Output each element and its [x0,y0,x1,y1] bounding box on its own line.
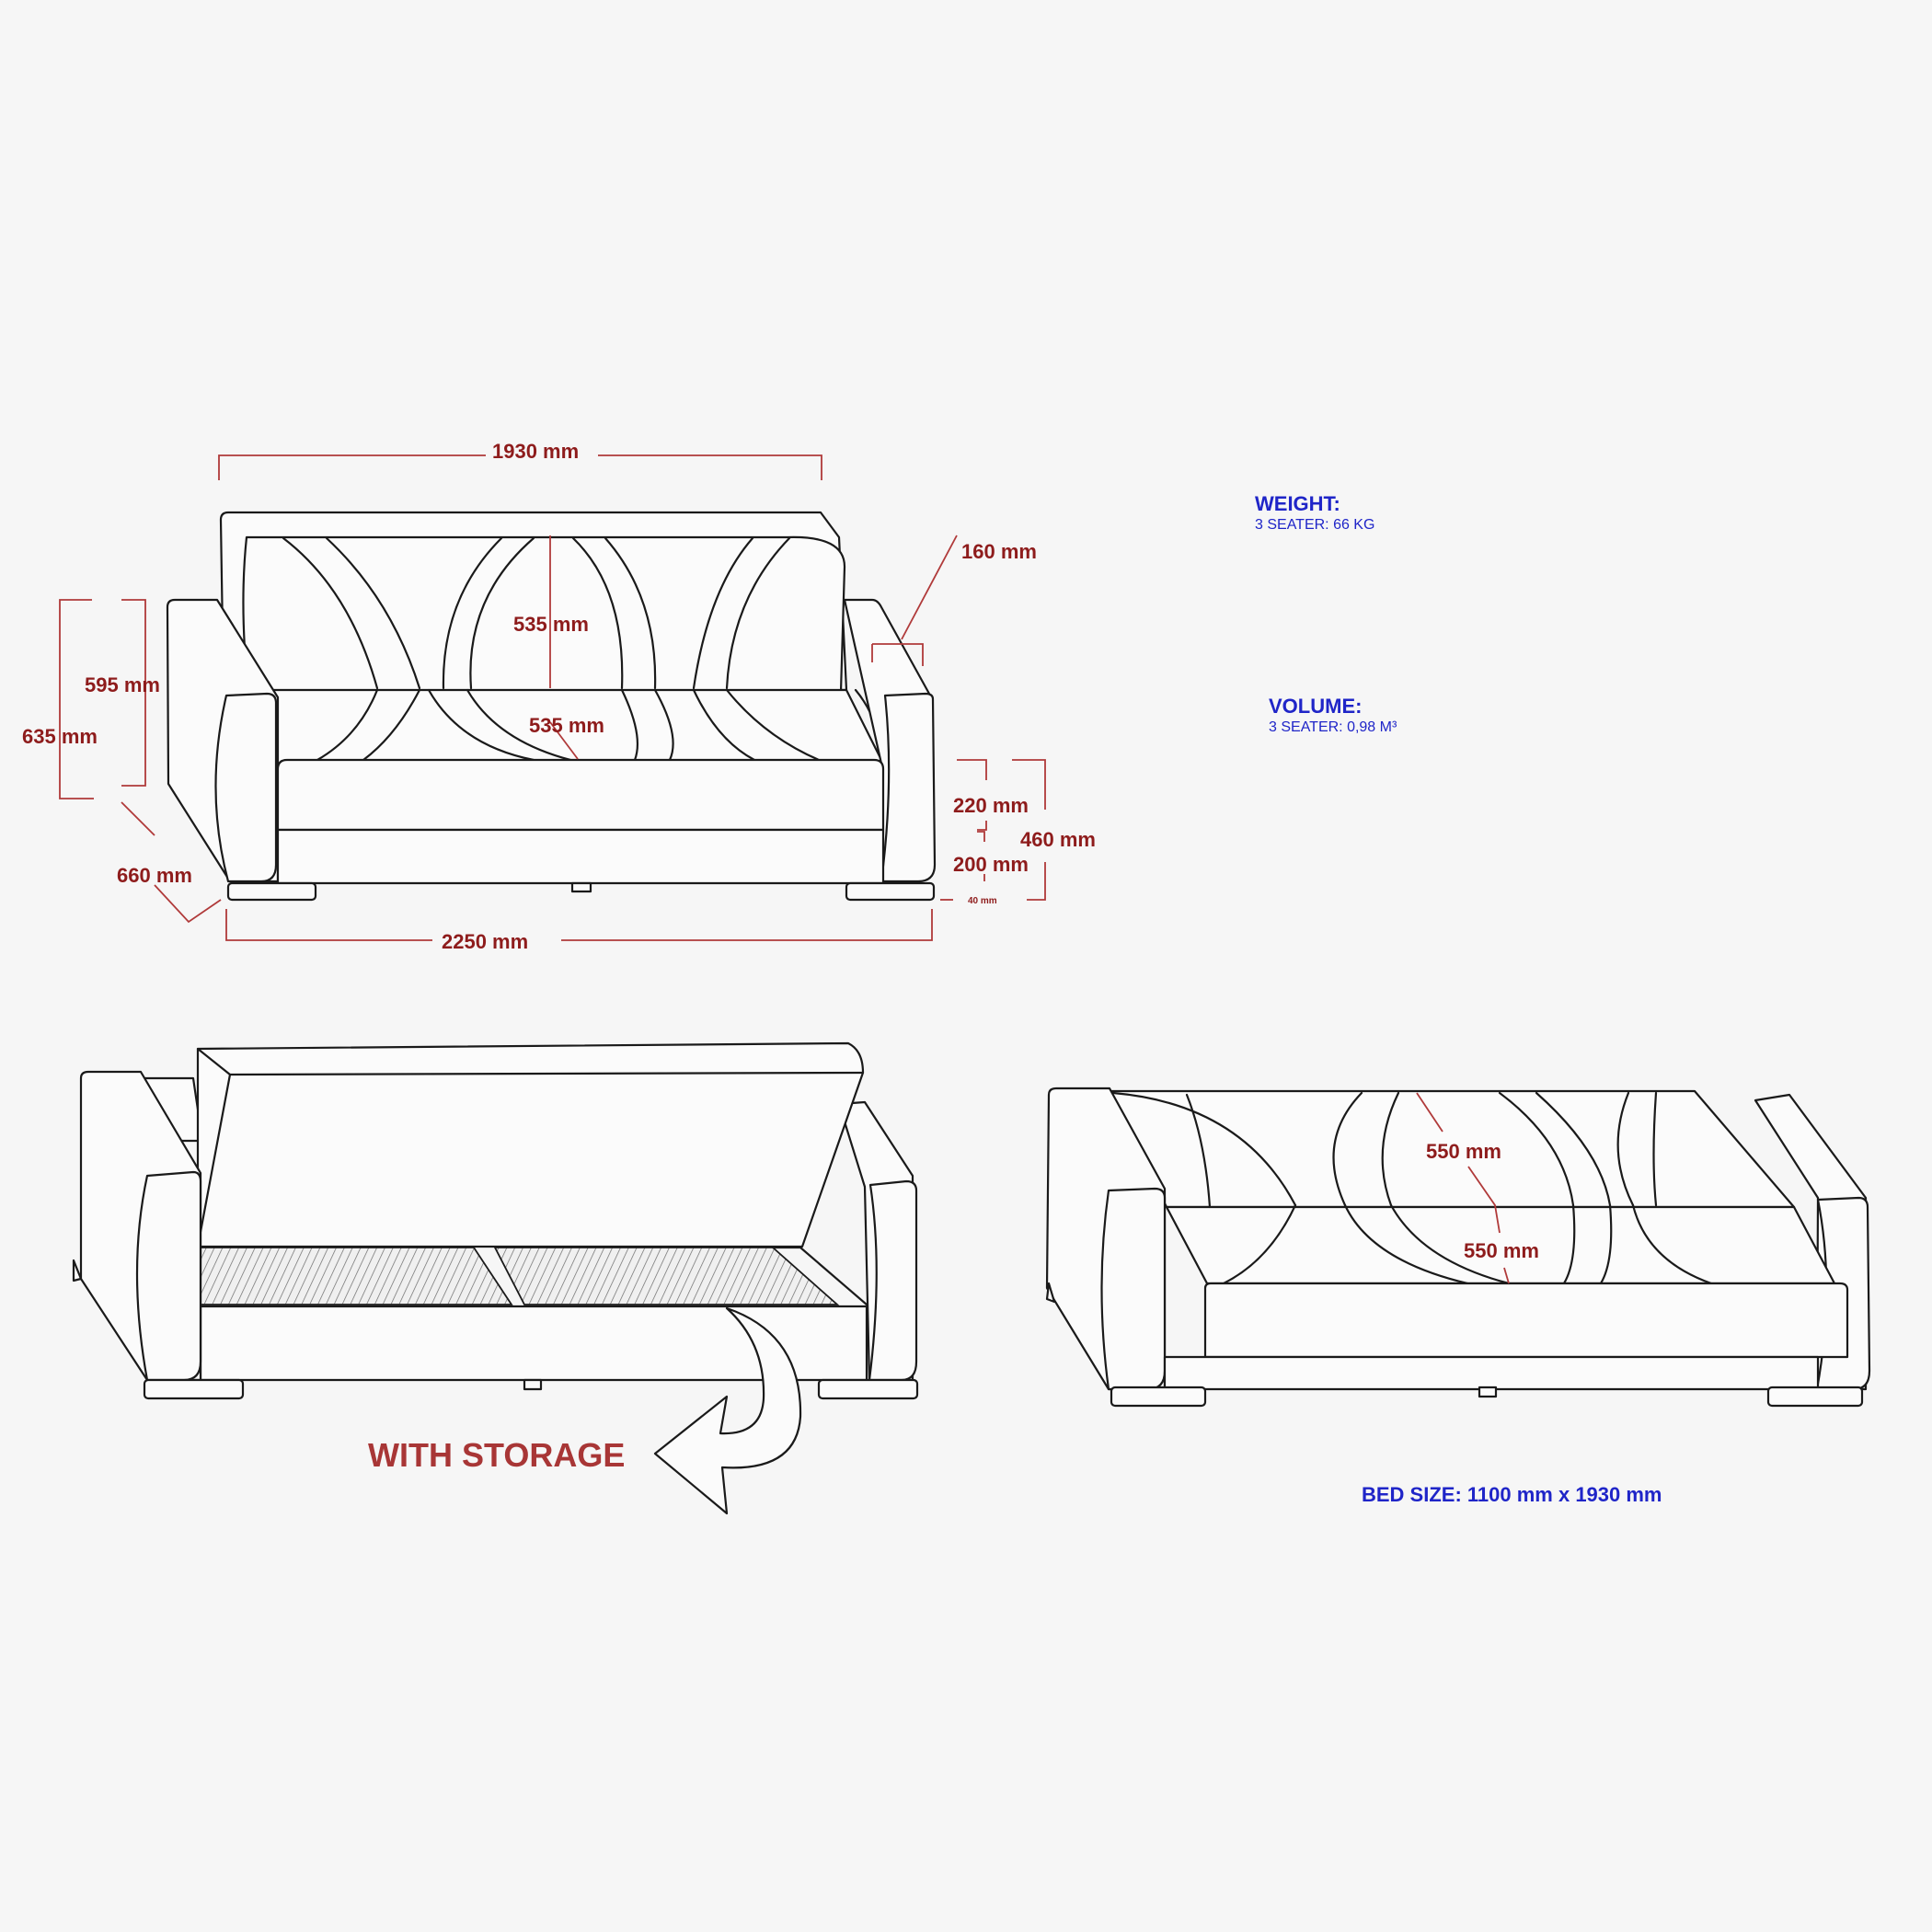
left-arm-front [214,692,278,883]
bed-size-label: BED SIZE: 1100 mm x 1930 mm [1362,1483,1662,1506]
storage-hatch-left [200,1247,513,1305]
dim-cushion-upper: 535 mm [513,613,589,636]
storage-hatch-right [493,1247,840,1305]
storage-right-arm-front [868,1179,918,1382]
bed-mattress-pattern [1111,1091,1713,1285]
lifted-seat [196,1041,865,1248]
dim-base-height: 200 mm [953,853,1029,876]
dim-depth: 660 mm [117,864,192,887]
weight-value: 3 SEATER: 66 KG [1255,517,1374,533]
volume-heading: VOLUME: [1269,695,1362,718]
dim-leg-height: 40 mm [968,896,997,906]
back-cushion-pattern [282,536,791,690]
storage-left-arm-front [135,1170,202,1382]
dim-back-width: 1930 mm [492,440,579,463]
bed-dim-lower: 550 mm [1464,1239,1539,1262]
storage-latch [523,1378,543,1391]
storage-leg-left [143,1378,245,1400]
sofa-front-view [166,511,937,902]
storage-leg-right [817,1378,919,1400]
sofa-storage-view: WITH STORAGE [72,1041,919,1515]
storage-arrow-icon [653,1306,802,1515]
bed-left-foot-back [1045,1282,1056,1304]
bed-leg-right [1766,1386,1864,1408]
info-block: WEIGHT: 3 SEATER: 66 KG VOLUME: 3 SEATER… [1255,492,1397,735]
bed-dim-upper: 550 mm [1426,1140,1501,1163]
dimension-labels: 1930 mm 160 mm 535 mm 535 mm 595 mm 635 … [22,440,1096,953]
dim-arm-depth: 160 mm [961,540,1037,563]
bed-leg-left [1110,1386,1207,1408]
dim-back-height-outer: 635 mm [22,725,98,748]
bed-latch [1478,1386,1498,1398]
bed-base [1163,1355,1820,1391]
sofa-base [276,828,885,885]
dim-seat-height: 460 mm [1020,828,1096,851]
storage-label: WITH STORAGE [368,1436,625,1474]
leg-right [845,881,936,902]
weight-heading: WEIGHT: [1255,492,1340,515]
dimension-lines [59,454,1046,941]
sofa-bed-view: 550 mm 550 mm BED SIZE: 1100 mm x 1930 m… [1045,1087,1871,1506]
bed-seat-cushion [1203,1282,1849,1359]
dim-cushion-lower: 535 mm [529,714,604,737]
volume-value: 3 SEATER: 0,98 M³ [1269,719,1397,735]
right-arm-front [880,692,937,883]
storage-left-foot-back [72,1259,83,1282]
dim-back-height-inner: 595 mm [85,673,160,696]
dim-seat-thickness: 220 mm [953,794,1029,817]
dim-total-width: 2250 mm [442,930,528,953]
seat-cushion [276,758,885,832]
bed-left-arm-front [1100,1187,1167,1391]
leg-left [226,881,317,902]
storage-latch [570,881,592,893]
